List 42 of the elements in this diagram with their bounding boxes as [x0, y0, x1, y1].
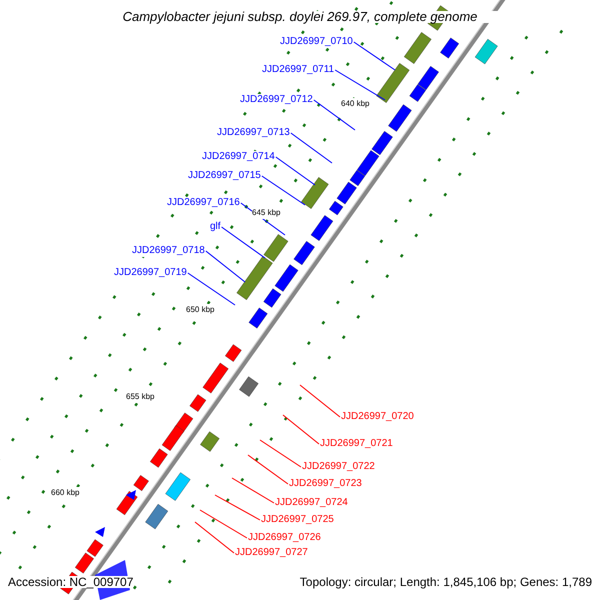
tick-label: 650 kbp [186, 304, 214, 316]
tick-label: 660 kbp [51, 487, 80, 499]
leader-line [200, 510, 248, 538]
leader-line [261, 176, 306, 206]
leader-line [300, 384, 340, 418]
tick-label: 645 kbp [252, 207, 280, 219]
gene-label: JJD26997_0720 [341, 411, 414, 423]
gene-label: JJD26997_0725 [261, 514, 334, 526]
leader-line [282, 414, 320, 444]
gene-label: JJD26997_0713 [217, 127, 290, 139]
gene-label: JJD26997_0722 [302, 461, 375, 473]
gene-label: JJD26997_0726 [248, 532, 321, 544]
leader-line [248, 454, 288, 484]
gene-label: JJD26997_0714 [202, 151, 275, 163]
gene-label: JJD26997_0721 [320, 438, 393, 450]
leader-line [290, 132, 332, 164]
leader-line [221, 226, 266, 258]
gene-label: JJD26997_0727 [235, 547, 308, 559]
leader-line [214, 494, 260, 520]
gene-label: JJD26997_0718 [132, 245, 205, 257]
tick-label: 655 kbp [126, 391, 154, 403]
leader-line [313, 100, 356, 130]
gene-label: glf [210, 221, 221, 233]
gene-label: JJD26997_0712 [240, 94, 313, 106]
gene-label: JJD26997_0715 [188, 170, 261, 182]
gene-label: JJD26997_0710 [280, 36, 353, 48]
leader-line [205, 250, 246, 282]
leader-line [187, 272, 236, 306]
gene-label: JJD26997_0724 [275, 497, 348, 509]
gene-label: JJD26997_0723 [289, 478, 362, 490]
leader-line [194, 522, 234, 554]
gene-label: JJD26997_0716 [167, 197, 240, 209]
leader-line [232, 478, 274, 504]
gene-label: JJD26997_0711 [262, 64, 334, 76]
leader-line [334, 70, 386, 100]
tick-label: 640 kbp [341, 98, 370, 110]
footer-text: Accession: NC_009707 [8, 576, 134, 588]
leader-line [275, 156, 316, 186]
leader-line [353, 42, 396, 70]
gene-label: JJD26997_0719 [114, 267, 187, 279]
leader-line [260, 440, 302, 468]
footer-text: Topology: circular; Length: 1,845,106 bp; Genes: 1,789 [300, 576, 592, 588]
